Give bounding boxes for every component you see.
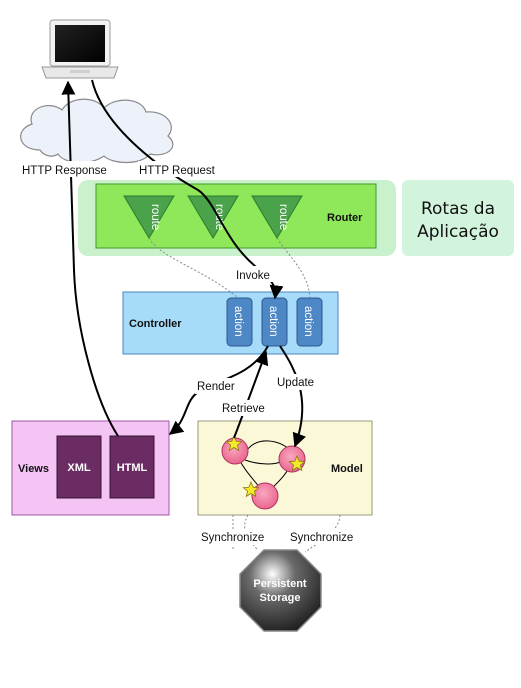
invoke-label: Invoke — [236, 270, 270, 282]
route-label-3: route — [277, 204, 289, 230]
storage-line-2: Storage — [260, 592, 301, 604]
synchronize-left-label: Synchronize — [201, 532, 264, 544]
format-html: HTML — [109, 435, 155, 499]
format-xml: XML — [56, 435, 102, 499]
action-2: action — [261, 297, 288, 347]
action-label-2: action — [267, 306, 279, 337]
route-triangle-1: route — [123, 195, 175, 239]
star-icon — [225, 434, 243, 452]
model-node-3 — [251, 482, 279, 510]
action-3: action — [296, 297, 323, 347]
action-1: action — [226, 297, 253, 347]
controller-title: Controller — [129, 318, 182, 330]
route-triangle-3: route — [251, 195, 303, 239]
laptop-icon — [41, 19, 119, 79]
cloud-icon — [20, 98, 174, 164]
route-label-1: route — [149, 204, 161, 230]
star-icon — [288, 454, 306, 472]
persistent-storage: Persistent Storage — [239, 549, 322, 632]
callout-box — [402, 180, 514, 256]
flow-labels: HTTP Response HTTP Request Invoke Render… — [20, 161, 360, 545]
synchronize-right-label: Synchronize — [290, 532, 353, 544]
star-icon — [242, 480, 260, 498]
callout-line-1: Rotas da — [421, 199, 495, 219]
format-xml-label: XML — [67, 462, 91, 474]
model-title: Model — [331, 463, 363, 475]
update-label: Update — [277, 377, 314, 389]
retrieve-label: Retrieve — [222, 403, 265, 415]
model-graph — [221, 437, 306, 510]
router-title: Router — [327, 212, 363, 224]
action-label-1: action — [232, 306, 244, 337]
http-response-label: HTTP Response — [22, 165, 107, 177]
http-request-label: HTTP Request — [139, 165, 216, 177]
render-label: Render — [197, 381, 235, 393]
format-html-label: HTML — [117, 462, 148, 474]
action-label-3: action — [302, 306, 314, 337]
storage-line-1: Persistent — [253, 578, 307, 590]
callout-line-2: Aplicação — [417, 222, 499, 242]
views-title: Views — [18, 463, 49, 475]
